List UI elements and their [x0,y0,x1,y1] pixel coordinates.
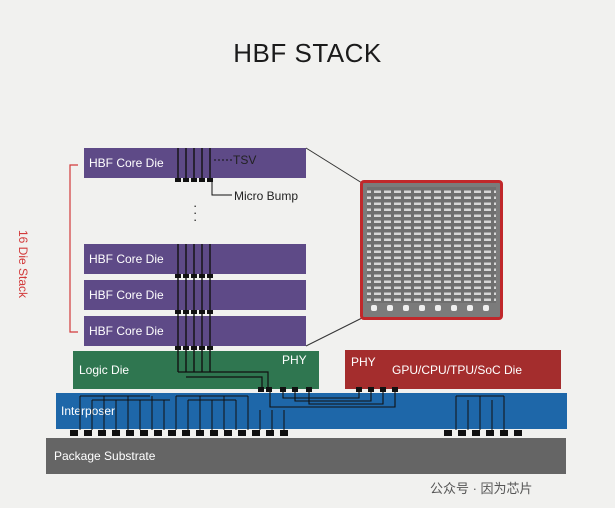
core-die-label: HBF Core Die [89,252,164,266]
logic-die-label: Logic Die [79,363,130,377]
micro-bump-label: Micro Bump [234,189,299,203]
core-die-label: HBF Core Die [89,324,164,338]
core-die-label: HBF Core Die [89,156,164,170]
ellipsis-dots: ··· [193,198,198,227]
tsv-label: TSV [233,153,257,167]
logic-phy-label: PHY [282,353,307,367]
interposer: Interposer [56,393,567,429]
cross-section-callout [360,180,503,320]
core-die-label: HBF Core Die [89,288,164,302]
core-die-top: HBF Core Die [84,148,306,178]
core-die: HBF Core Die [84,316,306,346]
substrate-label: Package Substrate [54,449,156,463]
package-substrate: Package Substrate [46,438,566,474]
core-die: HBF Core Die [84,244,306,274]
soc-die-label: GPU/CPU/TPU/SoC Die [392,363,523,377]
diagram-title: HBF STACK [233,38,382,68]
cell-array-pattern [367,187,496,311]
watermark: 公众号 · 因为芯片 [430,481,533,496]
interposer-label: Interposer [61,404,116,418]
soc-phy-label: PHY [351,355,376,369]
logic-die: Logic Die [73,351,319,389]
core-die: HBF Core Die [84,280,306,310]
soc-die: PHY GPU/CPU/TPU/SoC Die [345,350,561,389]
